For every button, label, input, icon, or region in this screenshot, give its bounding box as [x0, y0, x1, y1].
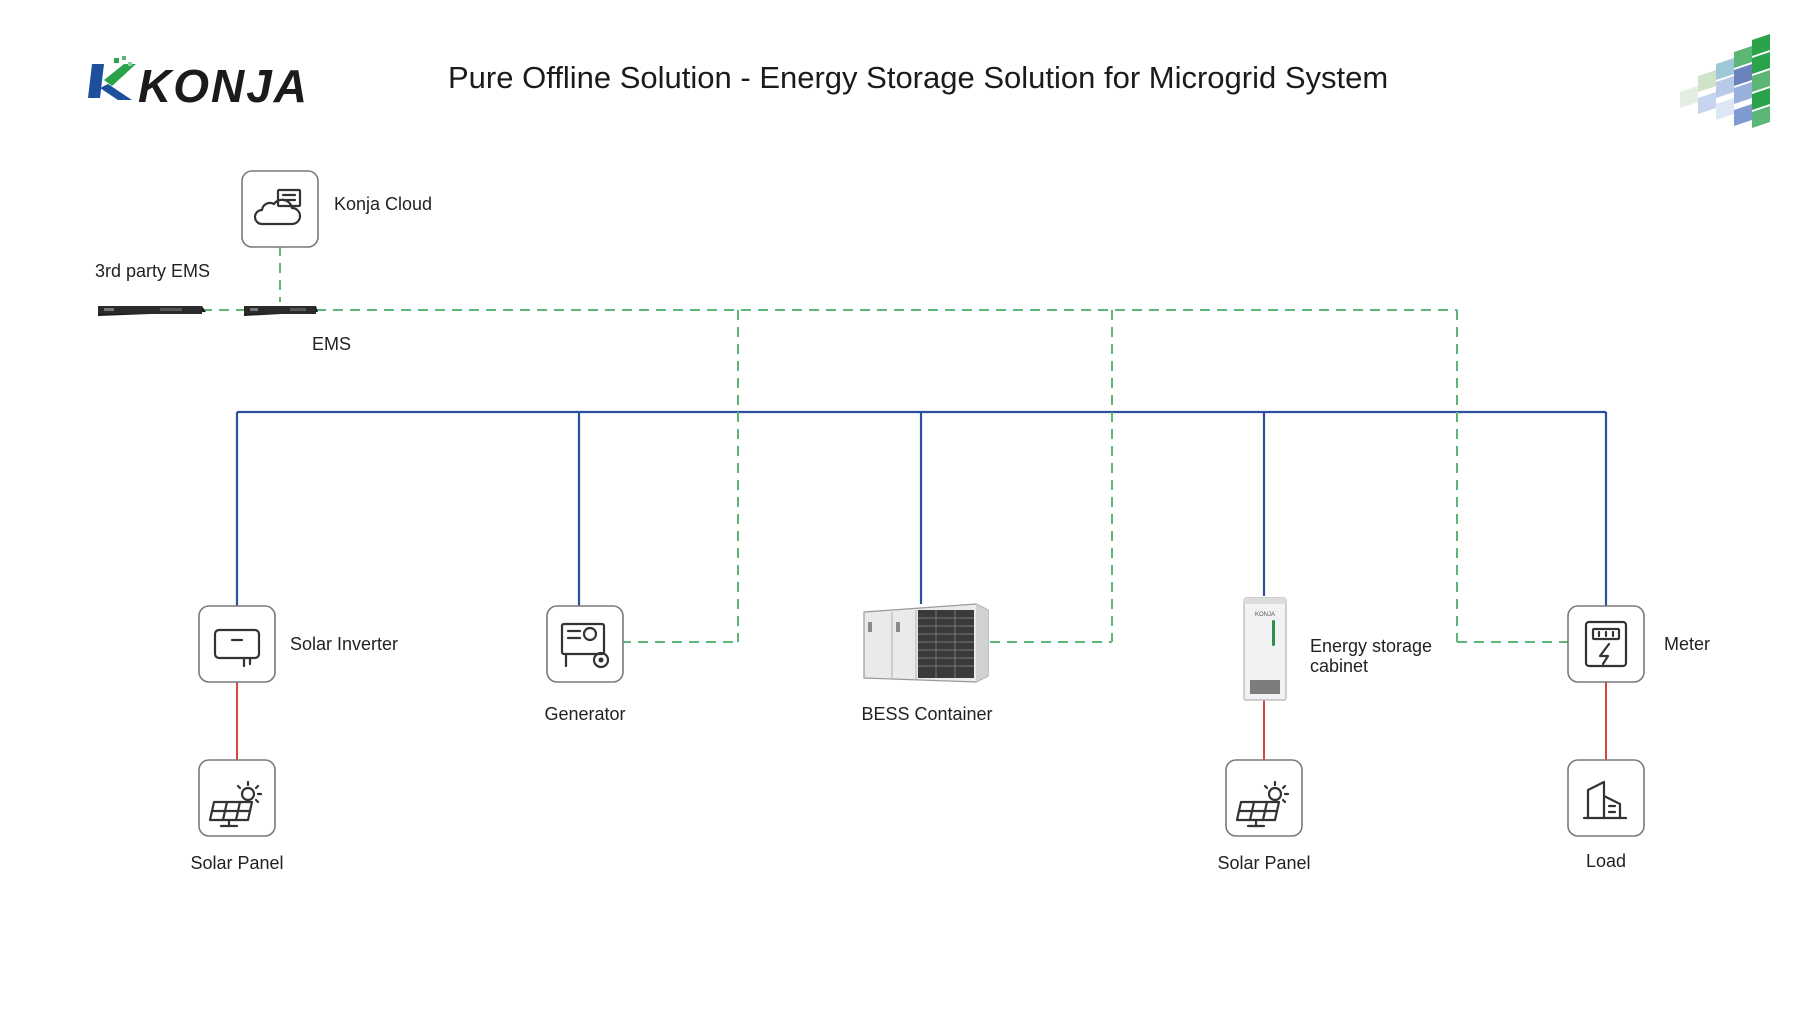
meter-label: Meter — [1664, 634, 1710, 654]
dc-lines — [236, 682, 1607, 760]
bess-container-image — [863, 603, 989, 683]
meter-icon — [1584, 620, 1628, 668]
node-load: Load — [1567, 759, 1645, 871]
solar-panel-icon — [1235, 780, 1290, 828]
meter-box — [1567, 605, 1645, 683]
node-ems: EMS — [244, 306, 351, 354]
energy-storage-cabinet-label-line2: cabinet — [1310, 656, 1368, 676]
ac-bus-lines — [235, 410, 1608, 606]
node-3rd-party-ems: 3rd party EMS — [95, 261, 210, 316]
generator-box — [546, 605, 624, 683]
third-party-ems-rack-icon — [98, 306, 206, 316]
solar-inverter-label: Solar Inverter — [290, 634, 398, 654]
page-title: Pure Offline Solution - Energy Storage S… — [448, 60, 1388, 95]
cloud-server-icon — [253, 188, 302, 226]
solar-inverter-box — [198, 605, 276, 683]
konja-cloud-label: Konja Cloud — [334, 194, 432, 214]
energy-storage-cabinet-image: KONJA — [1243, 597, 1287, 701]
solar-panel-left-label: Solar Panel — [190, 853, 283, 873]
konja-logo-mark — [88, 56, 136, 100]
konja-cloud-box — [241, 170, 319, 248]
node-meter: Meter — [1567, 605, 1710, 683]
konja-logo: KONJA — [88, 56, 309, 112]
solar-panel-icon — [208, 780, 263, 828]
communication-lines — [202, 246, 1568, 643]
ems-label: EMS — [312, 334, 351, 354]
third-party-ems-label: 3rd party EMS — [95, 261, 210, 281]
node-solar-panel-left: Solar Panel — [190, 759, 284, 873]
node-solar-inverter: Solar Inverter — [198, 605, 398, 683]
ems-rack-icon — [244, 306, 318, 316]
generator-icon — [560, 622, 610, 669]
node-konja-cloud: Konja Cloud — [241, 170, 432, 248]
load-label: Load — [1586, 851, 1626, 871]
inverter-icon — [213, 628, 261, 668]
generator-label: Generator — [544, 704, 625, 724]
corner-mosaic-decoration — [1680, 34, 1770, 128]
node-generator: Generator — [544, 605, 626, 724]
logo-text: KONJA — [138, 60, 309, 112]
bess-container-label: BESS Container — [861, 704, 992, 724]
node-solar-panel-right: Solar Panel — [1217, 759, 1311, 873]
solar-panel-left-box — [198, 759, 276, 837]
solar-panel-right-label: Solar Panel — [1217, 853, 1310, 873]
solar-panel-right-box — [1225, 759, 1303, 837]
node-bess-container: BESS Container — [861, 603, 993, 724]
energy-storage-cabinet-label-line1: Energy storage — [1310, 636, 1432, 656]
building-icon — [1582, 780, 1628, 820]
node-energy-storage-cabinet: KONJA Energy storage cabinet — [1243, 597, 1432, 701]
svg-text:KONJA: KONJA — [1255, 612, 1275, 618]
